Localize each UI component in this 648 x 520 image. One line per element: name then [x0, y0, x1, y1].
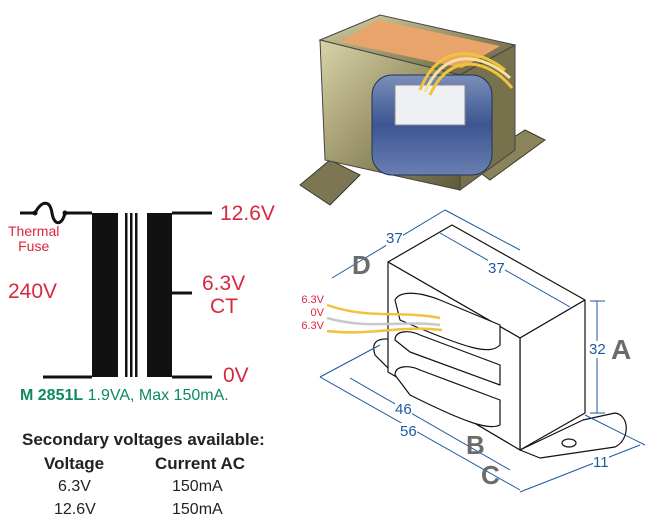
mount-hole	[561, 438, 577, 448]
model-rating: M 2851L 1.9VA, Max 150mA.	[20, 387, 229, 405]
table-cell-current: 150mA	[172, 478, 223, 495]
dimension-top-depth-value: 37	[488, 260, 505, 277]
secondary-bottom-voltage: 0V	[223, 364, 249, 387]
secondary-top-voltage: 12.6V	[220, 202, 275, 225]
wire-labels: 6.3V 0V 6.3V	[296, 294, 324, 333]
fuse-symbol	[33, 201, 67, 225]
coil-bottom	[394, 366, 501, 428]
coil-top	[394, 292, 501, 351]
table-title: Secondary voltages available:	[22, 430, 265, 449]
letter-c: C	[481, 460, 500, 490]
thermal-fuse-line1: Thermal	[8, 223, 60, 239]
core-line	[130, 213, 133, 377]
table-cell-current: 150mA	[172, 501, 223, 518]
core-line	[125, 213, 128, 377]
table-cell-voltage: 12.6V	[54, 501, 96, 518]
thermal-fuse-line2: Fuse	[18, 238, 50, 254]
rating: 1.9VA, Max 150mA.	[87, 387, 229, 404]
center-tap-voltage: 6.3V	[202, 272, 246, 295]
secondary-winding	[147, 213, 172, 377]
dimension-a-value: 32	[589, 341, 606, 358]
letter-a: A	[611, 334, 632, 365]
model-number: M 2851L	[20, 387, 84, 404]
dimension-foot-value: 11	[593, 454, 609, 471]
table-header-current: Current AC	[155, 454, 246, 473]
dimension-b-value: 46	[395, 401, 412, 418]
core-line	[135, 213, 138, 377]
primary-winding	[92, 213, 118, 377]
primary-voltage: 240V	[8, 280, 58, 303]
letter-b: B	[466, 430, 485, 460]
table-header-voltage: Voltage	[44, 454, 105, 473]
thermal-fuse-label: Thermal Fuse	[8, 224, 59, 254]
wire-label: 0V	[310, 307, 324, 319]
center-tap-label: CT	[210, 295, 238, 318]
table-cell-voltage: 6.3V	[58, 478, 91, 495]
dimension-d-value: 37	[386, 230, 403, 247]
wire-label: 6.3V	[301, 320, 324, 332]
wire-label: 6.3V	[301, 294, 324, 306]
dimension-c-value: 56	[400, 423, 417, 440]
letter-d: D	[352, 250, 371, 280]
right-foot	[519, 412, 627, 459]
